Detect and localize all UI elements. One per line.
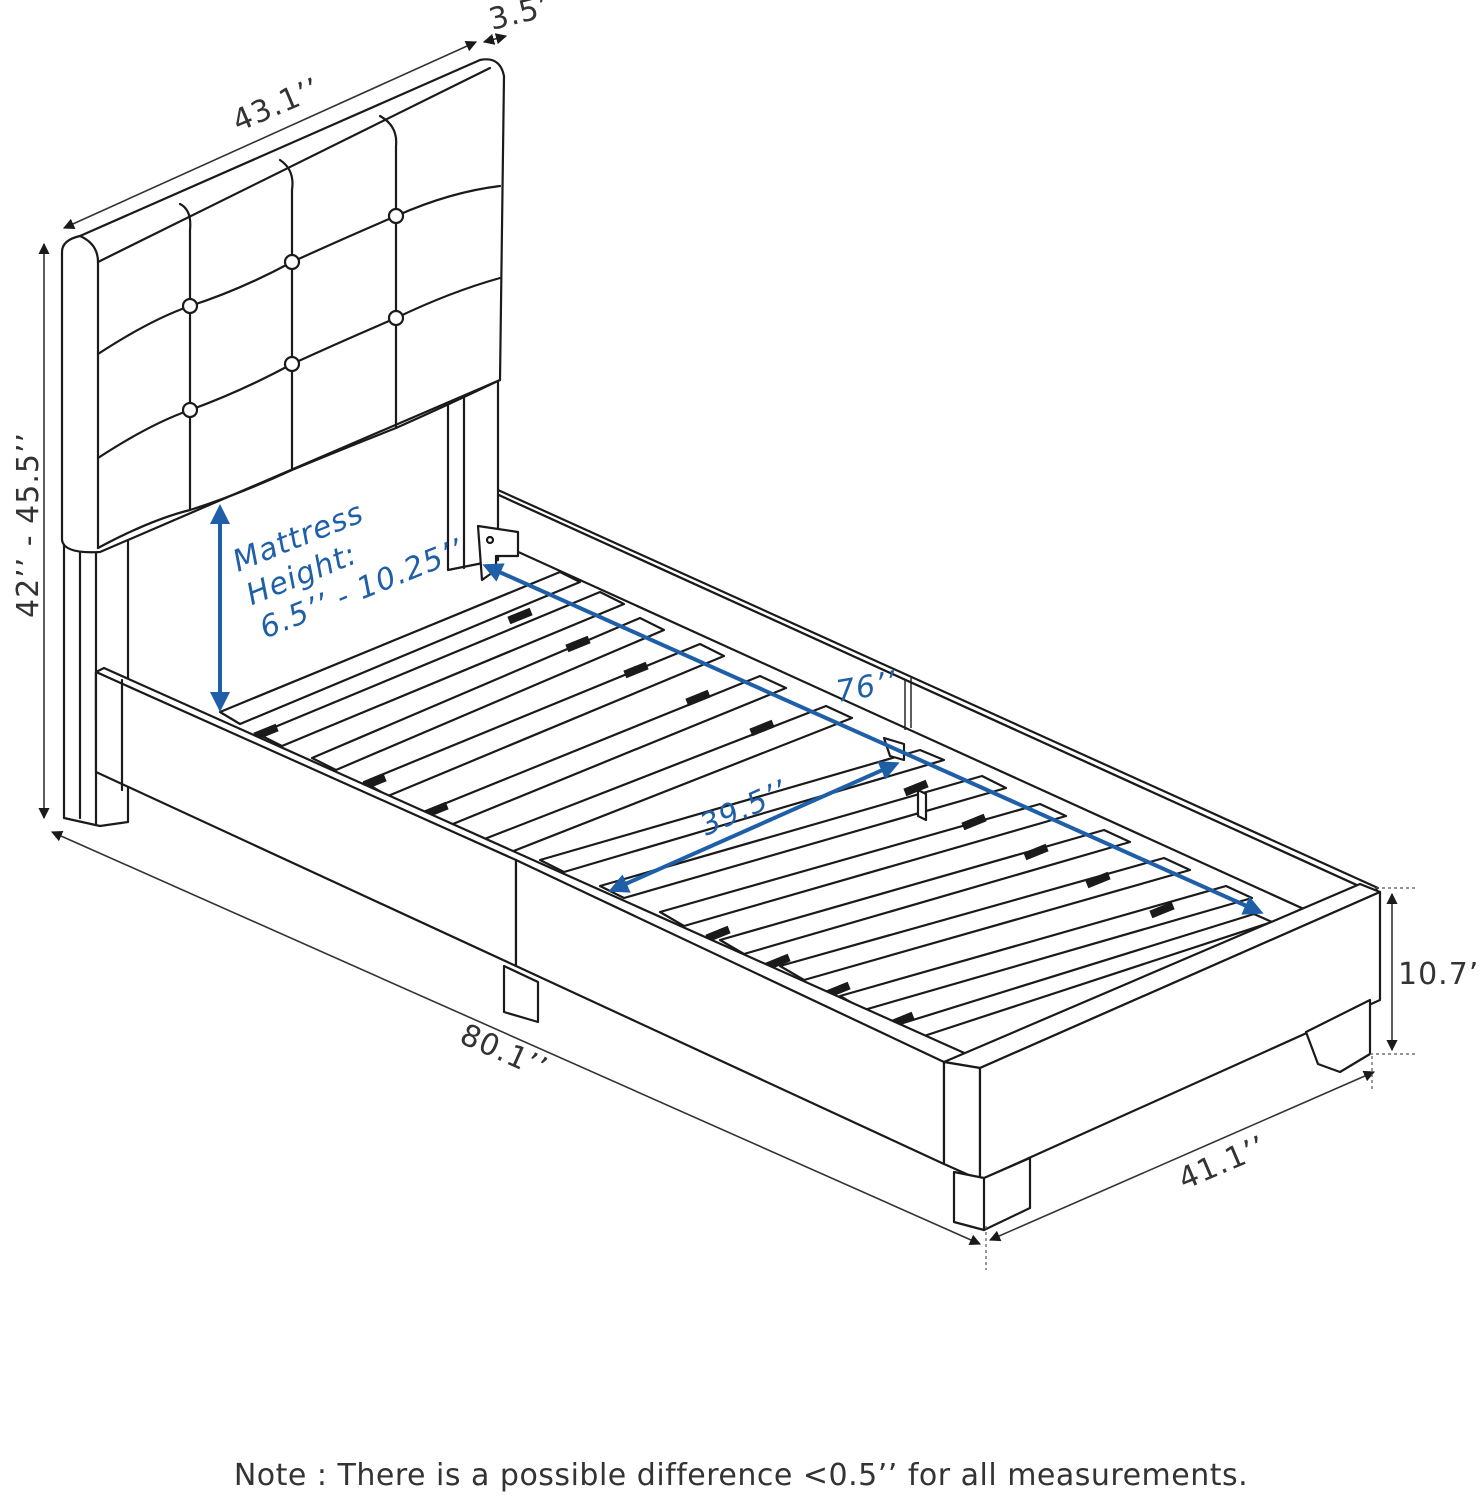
frame-height-label: 10.7’’: [1398, 957, 1482, 992]
far-side-rail: [490, 488, 1380, 942]
total-width-label: 41.1’’: [1173, 1129, 1271, 1197]
headboard-depth-label: 3.5’’: [485, 0, 563, 38]
blue-measurement-arrows: [210, 504, 1264, 915]
footboard: [942, 882, 1382, 1232]
headboard: [60, 58, 506, 554]
mattress-height-label: Mattress Height: 6.5’’ - 10.25’’: [228, 495, 469, 646]
headboard-width-label: 43.1’’: [227, 71, 325, 139]
measurement-note: Note : There is a possible difference <0…: [233, 1458, 1249, 1493]
dimension-lines: [38, 33, 1418, 1270]
total-length-label: 80.1’’: [455, 1017, 553, 1086]
total-height-label: 42’’ - 45.5’’: [11, 432, 46, 618]
